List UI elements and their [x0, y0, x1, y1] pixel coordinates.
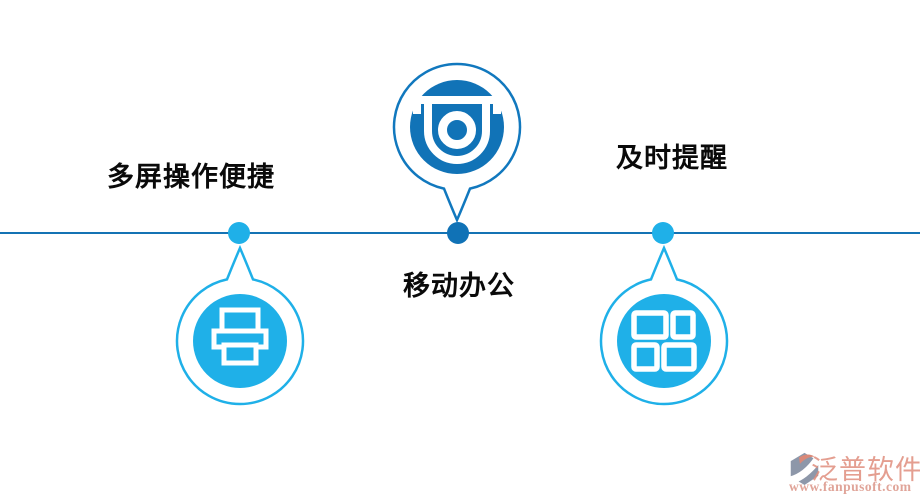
app-grid-icon [631, 310, 697, 372]
camera-lens [438, 111, 476, 149]
fanpu-url-text: www.fanpusoft.com [789, 479, 912, 494]
label-mobile-office: 移动办公 [403, 271, 515, 301]
printer-icon [211, 307, 269, 366]
label-multi-screen: 多屏操作便捷 [107, 162, 275, 192]
fanpu-watermark: 泛普软件 www.fanpusoft.com [776, 446, 920, 498]
bubble-multi-screen [165, 241, 315, 411]
bubble-shape [175, 244, 305, 406]
timeline-dot-center [447, 222, 469, 244]
label-timely-reminder: 及时提醒 [616, 143, 728, 173]
bubble-shape [599, 244, 729, 406]
bubble-shape [392, 62, 522, 224]
fanpu-logo-icon [788, 452, 821, 485]
timeline-dot-left [228, 222, 250, 244]
fanpu-brand-text: 泛普软件 [811, 455, 920, 485]
bubble-timely-reminder [589, 241, 739, 411]
bubble-mobile-office [382, 60, 532, 230]
surveillance-camera-icon [413, 96, 501, 114]
timeline-dot-right [652, 222, 674, 244]
camera-dome [424, 104, 490, 164]
